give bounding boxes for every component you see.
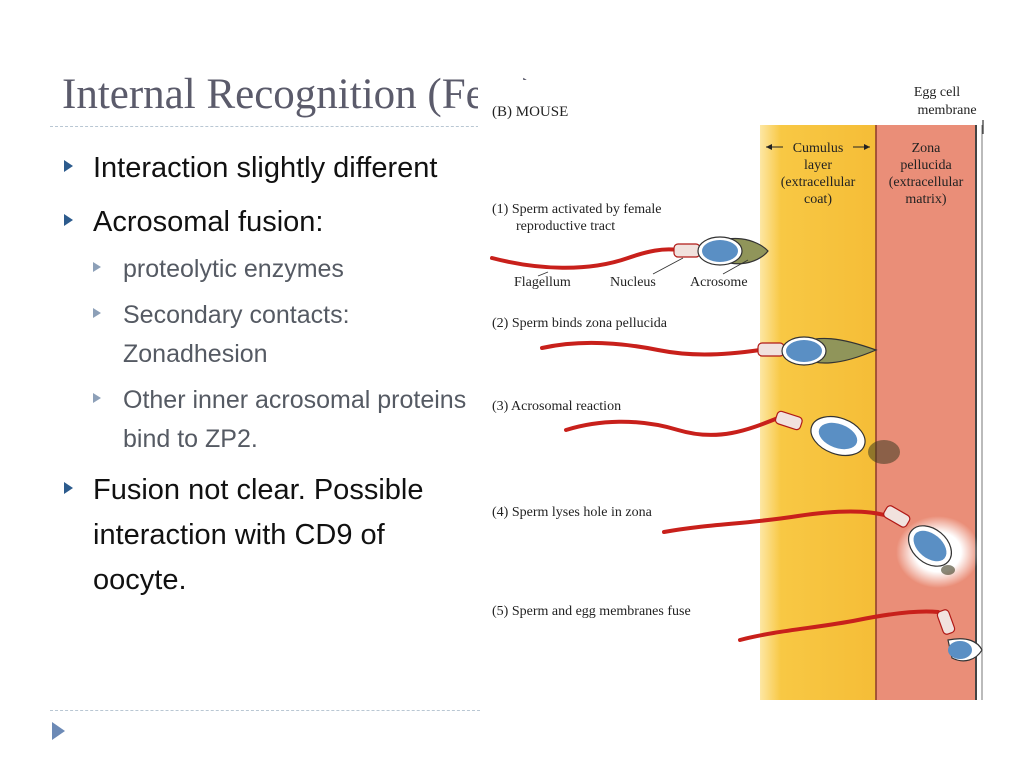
bullet-arrow-icon <box>64 482 73 495</box>
step-3-label: (3) Acrosomal reaction <box>492 399 621 414</box>
cumulus-arrowhead-right <box>864 144 870 150</box>
nucleus-pointer <box>652 257 684 275</box>
sperm-1 <box>490 236 769 270</box>
sperm-4 <box>662 505 980 588</box>
zona-label-line2: pellucida <box>900 158 952 173</box>
cumulus-label-line3: (extracellular <box>781 175 856 190</box>
acrosome-pointer <box>722 259 749 275</box>
sperm-5 <box>738 609 983 662</box>
egg-membrane-label-line1: Egg cell <box>914 85 960 100</box>
sub-bullet-text: proteolytic enzymes <box>123 255 344 284</box>
sperm-3 <box>564 410 900 464</box>
step-4-label: (4) Sperm lyses hole in zona <box>492 505 653 520</box>
sub-bullet-text: Other inner acrosomal proteins bind to Z… <box>123 386 467 454</box>
sub-bullet-arrow-icon <box>93 308 101 319</box>
sub-bullet-item: Secondary contacts: Zonadhesion <box>93 296 472 374</box>
step-1-label-line1: (1) Sperm activated by female <box>492 202 661 217</box>
nucleus-label: Nucleus <box>610 275 656 290</box>
fertilization-diagram: (B) MOUSE Egg cell membrane Cumulus laye… <box>478 80 1012 708</box>
bullet-arrow-icon <box>64 160 73 172</box>
zona-label-line3: (extracellular <box>889 175 964 190</box>
egg-membrane-label-line2: membrane <box>917 103 976 118</box>
bullet-text: Acrosomal fusion: <box>93 205 324 238</box>
sperm-2 <box>540 336 878 366</box>
bullet-item: Acrosomal fusion: proteolytic enzymes Se… <box>62 200 472 460</box>
zona-label-line1: Zona <box>912 141 942 156</box>
bullet-list: Interaction slightly different Acrosomal… <box>62 146 472 611</box>
egg-cytoplasm <box>976 125 990 700</box>
sub-bullet-text: Secondary contacts: Zonadhesion <box>123 301 350 369</box>
cumulus-layer <box>760 125 876 700</box>
bullet-text: Interaction slightly different <box>93 152 438 184</box>
cumulus-label-line4: coat) <box>804 192 832 207</box>
sub-bullet-item: Other inner acrosomal proteins bind to Z… <box>93 381 472 459</box>
step-5-label: (5) Sperm and egg membranes fuse <box>492 604 691 619</box>
panel-label: (B) MOUSE <box>492 104 568 120</box>
cumulus-label-line2: layer <box>804 158 832 173</box>
cumulus-arrowhead-left <box>766 144 772 150</box>
slide-title: Internal Recognition (Fert.) <box>62 71 537 118</box>
sub-bullet-list: proteolytic enzymes Secondary contacts: … <box>93 250 472 459</box>
flagellum-label: Flagellum <box>514 275 571 290</box>
bullet-arrow-icon <box>64 213 73 226</box>
footer-arrow-icon <box>52 722 65 740</box>
sub-bullet-arrow-icon <box>93 262 101 273</box>
step-2-label: (2) Sperm binds zona pellucida <box>492 316 668 331</box>
sub-bullet-item: proteolytic enzymes <box>93 250 472 289</box>
footer-divider <box>50 710 480 711</box>
cumulus-label-line1: Cumulus <box>793 141 844 156</box>
zona-label-line4: matrix) <box>905 192 947 207</box>
step-1-label-line2: reproductive tract <box>516 219 615 234</box>
bullet-item: Fusion not clear. Possible interaction w… <box>62 468 472 602</box>
zona-pellucida <box>876 125 976 700</box>
sub-bullet-arrow-icon <box>93 393 101 404</box>
bullet-text: Fusion not clear. Possible interaction w… <box>93 474 424 596</box>
bullet-item: Interaction slightly different <box>62 146 472 191</box>
acrosome-label: Acrosome <box>690 275 748 290</box>
flagellum-pointer <box>537 271 549 277</box>
